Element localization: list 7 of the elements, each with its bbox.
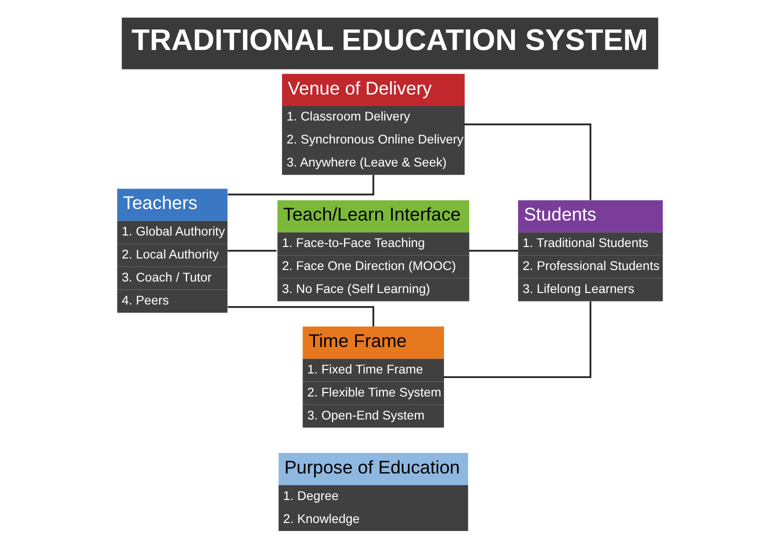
connector bbox=[228, 250, 276, 252]
connector bbox=[468, 250, 518, 252]
connector bbox=[464, 124, 592, 200]
connector bbox=[228, 174, 374, 196]
connector bbox=[228, 306, 374, 327]
connector bbox=[443, 301, 592, 378]
diagram-title: TRADITIONAL EDUCATION SYSTEM bbox=[132, 24, 648, 58]
